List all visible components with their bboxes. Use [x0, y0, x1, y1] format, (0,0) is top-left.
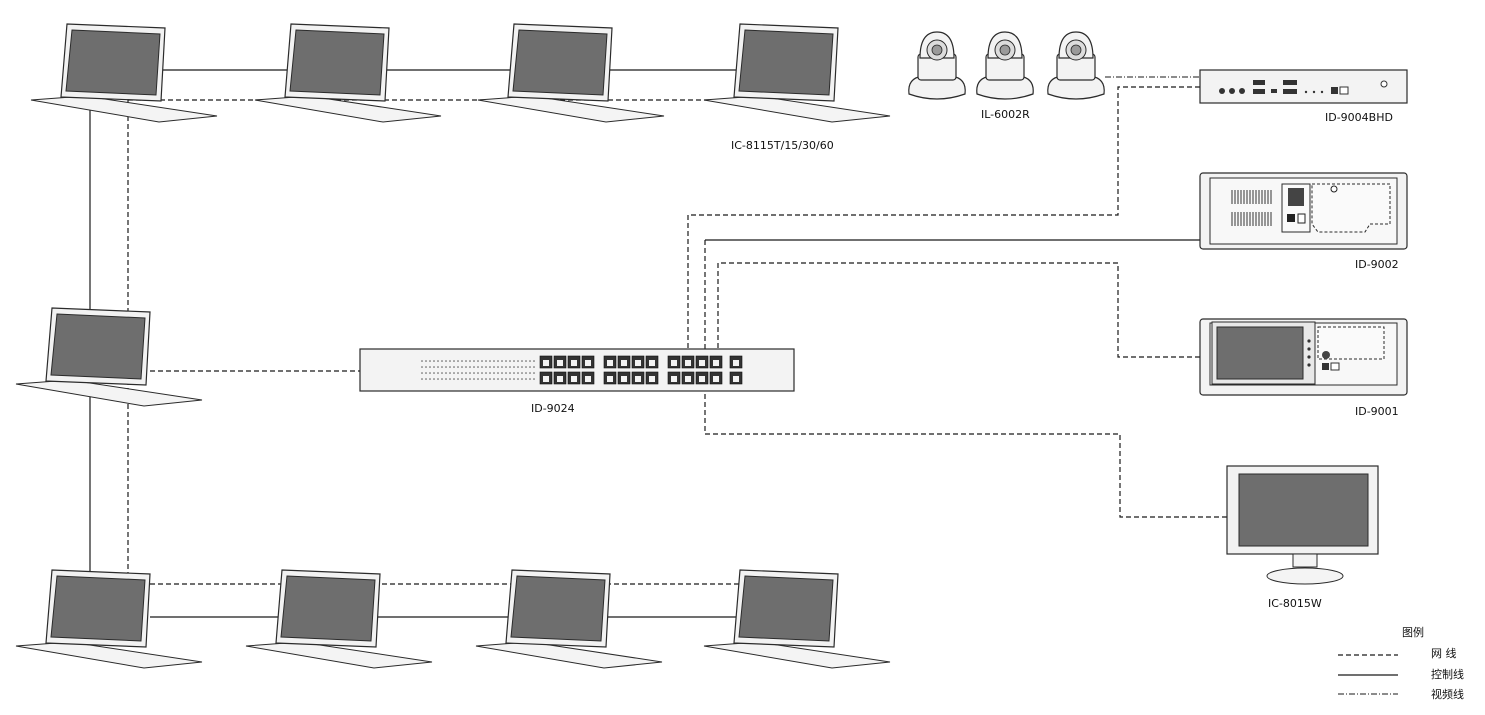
label-decoder: ID-9004BHD	[1325, 111, 1393, 124]
terminal-bottom-2	[245, 569, 433, 669]
camera-1	[908, 31, 966, 100]
decoder-device	[1199, 69, 1408, 104]
label-server-a: ID-9002	[1355, 258, 1399, 271]
legend-network-label: 网 线	[1431, 646, 1457, 660]
server-a-device	[1199, 172, 1408, 250]
monitor-device	[1226, 465, 1379, 585]
label-camera: IL-6002R	[981, 108, 1030, 121]
label-server-b: ID-9001	[1355, 405, 1399, 418]
legend-control-label: 控制线	[1431, 667, 1464, 681]
switch-device	[359, 348, 795, 392]
terminal-top-2	[254, 23, 442, 123]
terminal-bottom-3	[475, 569, 663, 669]
label-monitor: IC-8015W	[1268, 597, 1322, 610]
legend-video-label: 视频线	[1431, 687, 1464, 701]
legend-title: 图例	[1402, 625, 1424, 639]
camera-2	[976, 31, 1034, 100]
label-switch: ID-9024	[531, 402, 575, 415]
network-line-server-b	[717, 262, 1200, 358]
terminal-top-4	[703, 23, 891, 123]
label-terminal: IC-8115T/15/30/60	[731, 139, 834, 152]
legend: 图例 网 线 控制线 视频线	[1338, 625, 1464, 701]
terminal-bottom-4	[703, 569, 891, 669]
terminal-top-3	[477, 23, 665, 123]
network-line-monitor	[704, 393, 1227, 518]
server-b-device	[1199, 318, 1408, 396]
terminal-top-1	[30, 23, 218, 123]
network-line-decoder	[687, 86, 1200, 350]
connections	[89, 69, 1227, 618]
camera-3	[1047, 31, 1105, 100]
terminal-middle	[15, 307, 203, 407]
terminal-bottom-1	[15, 569, 203, 669]
